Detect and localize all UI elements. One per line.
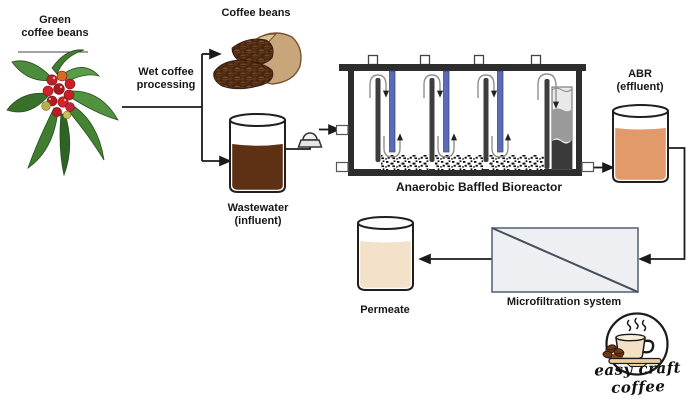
flow-path-arcs — [369, 73, 560, 158]
settler-column — [551, 86, 573, 170]
blue-baffles — [389, 70, 504, 153]
label-line: (influent) — [234, 215, 282, 228]
hanging-baffles — [375, 78, 550, 169]
pump-icon — [297, 132, 323, 148]
label-green-coffee-beans: Green coffee beans — [10, 14, 100, 41]
membrane-unit — [491, 227, 639, 293]
flow-arrows — [122, 48, 686, 265]
label-line: coffee beans — [21, 27, 89, 40]
coffee-cup-icon — [602, 333, 662, 367]
label-wastewater-influent: Wastewater (influent) — [213, 202, 303, 229]
tank-ports — [335, 124, 595, 173]
sludge-beds — [381, 155, 544, 170]
label-abr-effluent: ABR (effluent) — [595, 68, 685, 95]
membrane-diagonal — [491, 227, 639, 293]
effluent-liquid — [615, 128, 666, 180]
label-line: Wet coffee — [138, 66, 194, 78]
label-bioreactor: Anaerobic Baffled Bioreactor — [395, 180, 563, 194]
label-microfiltration: Microfiltration system — [506, 296, 622, 308]
label-line: processing — [136, 79, 196, 92]
drain-port — [335, 161, 349, 173]
coffee-beans-icon — [602, 344, 625, 359]
lid-ports — [367, 54, 542, 66]
label-line: Wastewater — [227, 202, 289, 214]
label-wet-coffee-processing: Wet coffee processing — [126, 66, 206, 93]
wastewater-container — [229, 113, 286, 193]
label-line: Green — [39, 14, 71, 26]
label-permeate: Permeate — [360, 304, 410, 316]
tank-frame — [339, 64, 586, 176]
logo-script-text: easy craft coffee — [593, 358, 682, 397]
coffee-plant-illustration — [6, 49, 119, 177]
wastewater-liquid — [232, 144, 283, 190]
effluent-container — [612, 104, 669, 183]
label-coffee-beans: Coffee beans — [221, 7, 291, 19]
steam-icon — [626, 317, 647, 332]
spilled-beans-pile — [213, 59, 274, 90]
outlet-port — [581, 161, 595, 173]
permeate-container — [357, 216, 414, 291]
permeate-liquid — [360, 241, 411, 288]
coffee-bean-sack-illustration — [213, 32, 302, 90]
arrow-effluent-to-membrane — [638, 147, 686, 265]
label-line: (effluent) — [616, 81, 664, 94]
bioreactor-tank — [335, 54, 595, 176]
inlet-port — [335, 124, 349, 136]
label-line: ABR — [628, 68, 652, 80]
logo-badge — [602, 312, 669, 376]
